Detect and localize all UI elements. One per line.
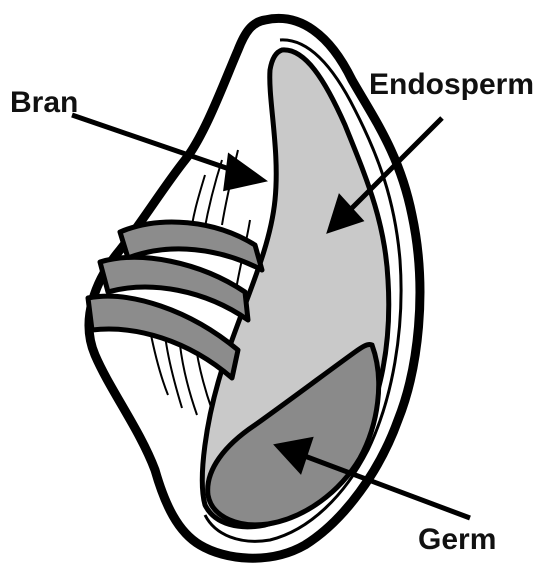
germ-label: Germ — [418, 523, 496, 557]
bran-label: Bran — [10, 86, 78, 120]
endosperm-label: Endosperm — [369, 68, 534, 102]
